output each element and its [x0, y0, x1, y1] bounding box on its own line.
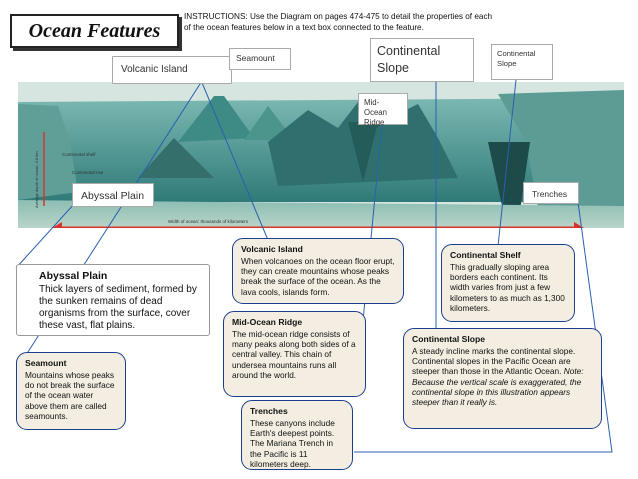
continental-slope-heading: Continental Slope: [412, 334, 486, 344]
textbox-abyssal-plain[interactable]: Abyssal Plain Thick layers of sediment, …: [16, 264, 210, 336]
ridge-valley: [348, 122, 378, 182]
continental-slope-text: A steady incline marks the continental s…: [412, 346, 593, 407]
textbox-seamount[interactable]: Seamount Mountains whose peaks do not br…: [16, 352, 126, 430]
shelf-label: Continental shelf: [62, 152, 96, 157]
seamount-heading: Seamount: [25, 358, 67, 368]
label-seamount: Seamount: [229, 48, 291, 70]
connector-continental-shelf: [497, 79, 517, 247]
volcanic-island-heading: Volcanic Island: [241, 244, 303, 254]
textbox-continental-shelf[interactable]: Continental Shelf This gradually sloping…: [441, 244, 575, 322]
label-continental-slope-small: Continental Slope: [491, 44, 553, 80]
textbox-continental-slope[interactable]: Continental Slope A steady incline marks…: [403, 328, 602, 429]
trenches-text: These canyons include Earth's deepest po…: [250, 418, 335, 469]
label-continental-slope-large: Continental Slope: [370, 38, 474, 82]
textbox-trenches[interactable]: Trenches These canyons include Earth's d…: [241, 400, 353, 470]
ocean-floor-diagram: Average depth of ocean: 3.8 km Continent…: [18, 82, 624, 228]
label-volcanic-island: Volcanic Island: [112, 56, 232, 84]
instructions-text: INSTRUCTIONS: Use the Diagram on pages 4…: [184, 12, 493, 32]
page-title: Ocean Features: [10, 14, 179, 48]
textbox-volcanic-island[interactable]: Volcanic Island When volcanoes on the oc…: [232, 238, 404, 304]
connector-trenches: [354, 201, 613, 453]
right-continent: [498, 90, 624, 208]
trench-shape: [488, 142, 530, 224]
abyssal-plain-heading: Abyssal Plain: [39, 270, 108, 282]
continental-shelf-heading: Continental Shelf: [450, 250, 521, 260]
textbox-mid-ocean-ridge[interactable]: Mid-Ocean Ridge The mid-ocean ridge cons…: [223, 311, 366, 397]
small-seamount-shape: [138, 138, 214, 178]
rise-label: Continental rise: [72, 170, 104, 175]
label-abyssal-plain: Abyssal Plain: [72, 183, 154, 207]
volcanic-island-shape: [178, 96, 254, 142]
left-continent: [18, 104, 78, 200]
mid-ocean-ridge-text: The mid-ocean ridge consists of many pea…: [232, 329, 356, 380]
width-axis-label: Width of ocean: thousands of kilometers: [168, 219, 249, 224]
continental-slope-note: Note: Because the vertical scale is exag…: [412, 366, 584, 408]
trenches-heading: Trenches: [250, 406, 288, 416]
mid-ocean-ridge-heading: Mid-Ocean Ridge: [232, 317, 303, 327]
continental-slope-main-text: A steady incline marks the continental s…: [412, 346, 576, 377]
abyssal-plain-text: Thick layers of sediment, formed by the …: [39, 284, 197, 331]
depth-axis-label: Average depth of ocean: 3.8 km: [34, 151, 39, 208]
label-trenches: Trenches: [523, 182, 579, 204]
width-arrow-left-head: [52, 222, 62, 228]
seafloor-front-face: [18, 200, 624, 228]
seamount-text: Mountains whose peaks do not break the s…: [25, 370, 115, 421]
label-mid-ocean-ridge: Mid-Ocean Ridge: [358, 93, 408, 127]
volcanic-island-text: When volcanoes on the ocean floor erupt,…: [241, 256, 395, 297]
continental-shelf-text: This gradually sloping area borders each…: [450, 262, 565, 313]
connector-volcanic-island: [199, 77, 269, 241]
